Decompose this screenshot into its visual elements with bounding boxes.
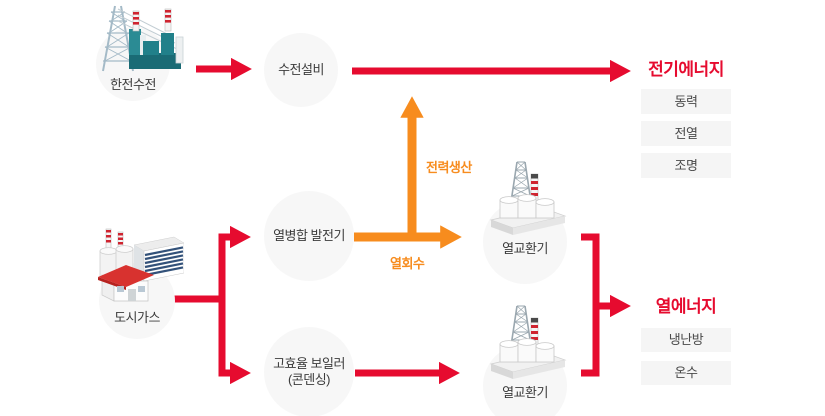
node-heat-exchanger-top: 열교환기 (483, 161, 567, 284)
output-item-electric-heating: 전열 (641, 121, 731, 146)
node-kepco: 한전수전 (96, 5, 184, 101)
heat-energy-title: 열에너지 (655, 297, 717, 316)
node-chp-generator: 열병합 발전기 (264, 191, 354, 281)
node-label: 열교환기 (502, 385, 548, 400)
electric-energy-group: 전기에너지 동력 전열 조명 (641, 55, 731, 185)
heat-exchanger-icon (489, 161, 567, 235)
node-label: 수전설비 (278, 61, 324, 77)
node-label: 열병합 발전기 (273, 227, 345, 243)
power-plant-icon (102, 5, 184, 72)
node-label: 한전수전 (110, 77, 156, 92)
flow-label-heat-recovery: 열회수 (390, 256, 425, 271)
heat-exchanger-icon (489, 305, 567, 379)
flow-label-power-production: 전력생산 (426, 160, 472, 175)
output-item-lighting: 조명 (641, 153, 731, 178)
city-gas-icon (98, 228, 184, 302)
node-label: 고효율 보일러(콘덴싱) (273, 356, 345, 389)
electric-energy-title: 전기에너지 (648, 60, 724, 79)
node-label: 도시가스 (114, 310, 160, 325)
output-item-power: 동력 (641, 89, 731, 114)
heat-energy-group: 열에너지 냉난방 온수 (641, 292, 731, 394)
node-city-gas: 도시가스 (98, 228, 184, 339)
node-heat-exchanger-bottom: 열교환기 (483, 305, 567, 416)
output-item-hot-water: 온수 (641, 361, 731, 385)
output-item-hvac: 냉난방 (641, 328, 731, 352)
boiler-label-line1: 고효율 보일러 (273, 355, 345, 371)
node-label: 열교환기 (502, 241, 548, 256)
boiler-label-line2: (콘덴싱) (287, 372, 331, 387)
node-boiler: 고효율 보일러(콘덴싱) (264, 327, 354, 416)
node-substation: 수전설비 (264, 33, 338, 107)
